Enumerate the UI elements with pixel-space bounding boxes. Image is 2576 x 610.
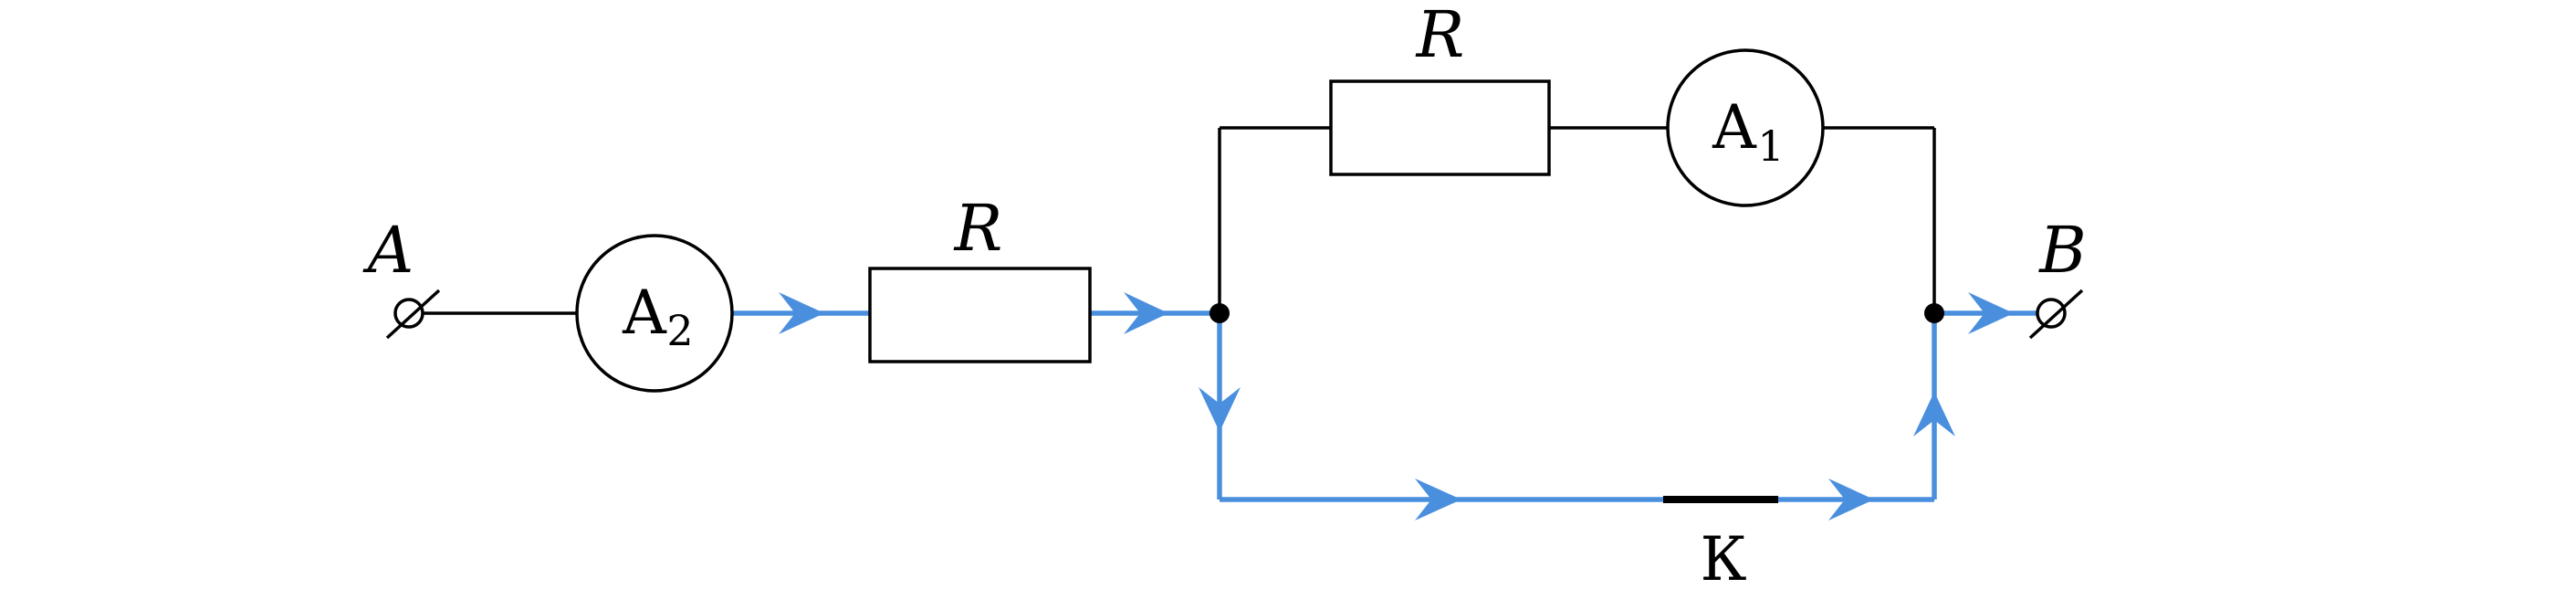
junction-right [1924, 303, 1944, 323]
terminal-a-ring [393, 298, 424, 329]
arrow-right-to-b [1968, 292, 2014, 334]
terminal-a [385, 289, 441, 340]
current-arrows [779, 292, 2014, 521]
terminal-b-slash [2028, 289, 2084, 340]
switch-k-label: К [1700, 524, 1746, 594]
arrow-right-after-r [1124, 292, 1168, 334]
arrow-right-bottom-2 [1828, 479, 1874, 521]
ammeter-a1-subscript: 1 [1757, 121, 1784, 171]
resistor-series [868, 267, 1092, 363]
black-wires [423, 126, 1936, 315]
terminal-b [2028, 289, 2084, 340]
terminal-a-slash [385, 289, 441, 340]
ammeter-a1 [1666, 48, 1825, 207]
ammeter-a2-subscript: 2 [666, 306, 693, 355]
ammeter-a1-letter: A [1712, 92, 1757, 163]
arrow-down-left-branch [1199, 387, 1241, 432]
resistor-series-label: R [953, 191, 1003, 266]
ammeter-a2 [575, 234, 734, 393]
resistor-branch [1329, 79, 1551, 176]
resistor-branch-label: R [1415, 0, 1465, 72]
arrow-up-right-branch [1913, 392, 1955, 436]
terminal-b-label: B [2037, 213, 2086, 288]
junction-left [1209, 303, 1230, 323]
arrow-right-bottom-1 [1415, 479, 1461, 521]
terminal-a-label: A [362, 213, 414, 288]
arrow-right-after-a2 [779, 292, 824, 334]
ammeter-a2-letter: A [622, 278, 667, 348]
terminal-b-ring [2036, 298, 2067, 329]
